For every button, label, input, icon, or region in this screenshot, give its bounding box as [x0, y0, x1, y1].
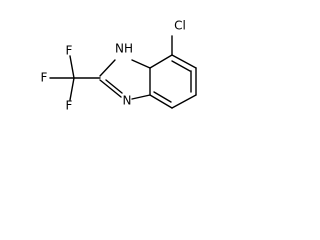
bond-c7-c7a-inner: [153, 91, 172, 103]
atom-f-left-label: F: [41, 71, 48, 85]
bond-c2-n: [99, 79, 122, 98]
bond-c3a-c4: [149, 54, 173, 69]
bond-cf3-f-top: [69, 55, 75, 79]
bond-c6-c7: [171, 94, 197, 109]
bond-c3a-nh: [131, 59, 151, 69]
bond-c4-c5: [171, 54, 197, 69]
atom-f-top-label: F: [66, 44, 73, 58]
atom-f-bottom-label: F: [66, 99, 73, 113]
atom-n-label: N: [123, 94, 132, 108]
molecule-diagram: Cl NH N F F F: [41, 19, 197, 113]
bond-c4-c5-inner: [171, 60, 191, 72]
atom-cl-label: Cl: [174, 19, 186, 33]
bond-c7-c7a: [149, 94, 173, 109]
bond-n-c7a: [131, 94, 151, 100]
bond-nh-c2: [99, 59, 116, 77]
atom-labels: Cl NH N F F F: [41, 19, 186, 113]
bond-cf3-f-bottom: [69, 77, 75, 101]
bonds: [49, 35, 197, 109]
bond-c2-n-inner: [105, 79, 123, 94]
atom-nh-label: NH: [115, 42, 133, 56]
